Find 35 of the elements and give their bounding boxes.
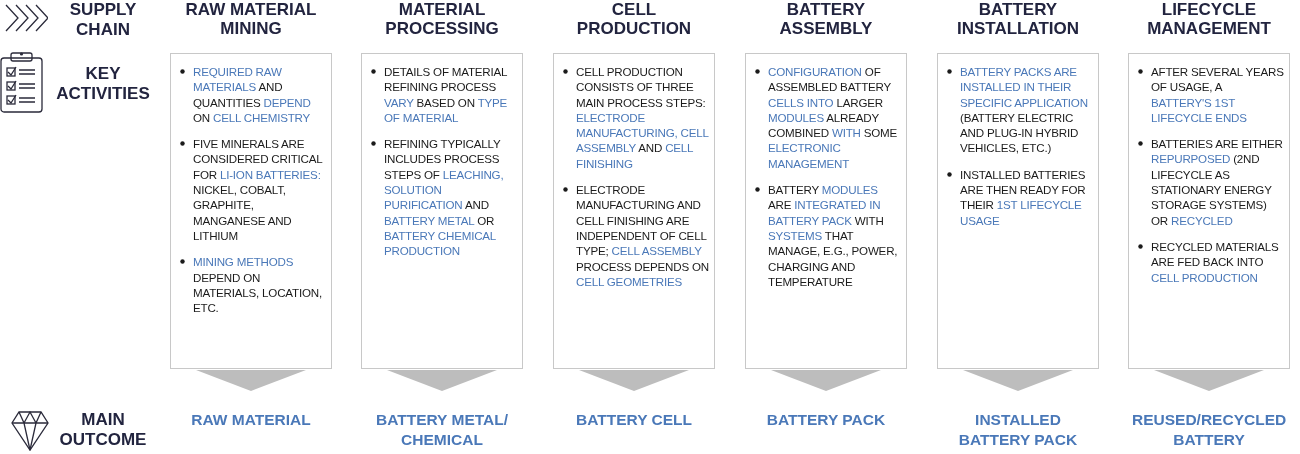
outcome-text: REUSED/RECYCLED BATTERY [1132, 410, 1286, 450]
bullet-text: AFTER SEVERAL YEARS OF USAGE, A BATTERY'S 1ST LIFECYCLE ENDS [1151, 64, 1285, 126]
bullet-text: CELL PRODUCTION CONSISTS OF THREE MAIN PROCESS STEPS: ELECTRODE MANUFACTURING, CELL ASSEMBLY AND CELL FINISHING [576, 64, 710, 172]
bullet-text: INSTALLED BATTERIES ARE THEN READY FOR THEIR 1ST LIFECYCLE USAGE [960, 166, 1087, 228]
bullet-text: RECYCLED MATERIALS ARE FED BACK INTO CELL PRODUCTION [1151, 238, 1280, 285]
outcome-text: BATTERY METAL/ CHEMICAL [375, 410, 509, 450]
chevron-arrow [1154, 370, 1264, 394]
chevron-arrow [387, 370, 497, 394]
row-label: KEY ACTIVITIES [55, 64, 151, 104]
column-heading: RAW MATERIAL MINING [184, 0, 318, 38]
row-label: SUPPLY CHAIN [68, 0, 138, 40]
bullet-text: BATTERY PACKS ARE INSTALLED IN THEIR SPECIFIC APPLICATION (BATTERY ELECTRIC AND PLUG-IN HYBRID VEHICLES, ETC.) [960, 64, 1089, 156]
outcome-text: INSTALLED BATTERY PACK [957, 410, 1079, 450]
bullet-text: FIVE MINERALS ARE CONSIDERED CRITICAL FOR LI-ION BATTERIES: NICKEL, COBALT, GRAPHITE, MANGANESE AND LITHIUM [193, 136, 324, 244]
column-heading: BATTERY INSTALLATION [955, 0, 1081, 38]
chevron-arrow [963, 370, 1073, 394]
outcome-text: RAW MATERIAL [190, 410, 312, 430]
bullet-text: REFINING TYPICALLY INCLUDES PROCESS STEPS OF LEACHING, SOLUTION PURIFICATION AND BATTERY METAL OR BATTERY CHEMICAL PRODUCTION [384, 136, 505, 259]
column-heading: LIFECYCLE MANAGEMENT [1146, 0, 1272, 38]
bullet-text: ELECTRODE MANUFACTURING AND CELL FINISHING ARE INDEPENDENT OF CELL TYPE; CELL ASSEMBLY PROCESS DEPENDS ON CELL GEOMETRIES [576, 182, 710, 290]
column-heading: MATERIAL PROCESSING [384, 0, 500, 38]
chevron-arrow [771, 370, 881, 394]
bullet-text: BATTERIES ARE EITHER REPURPOSED (2ND LIFECYCLE AS STATIONARY ENERGY STORAGE SYSTEMS) OR RECYCLED [1151, 136, 1284, 228]
chevron-arrow [579, 370, 689, 394]
bullet-text: CONFIGURATION OF ASSEMBLED BATTERY CELLS INTO LARGER MODULES ALREADY COMBINED WITH SOME ELECTRONIC MANAGEMENT [768, 64, 899, 172]
column-heading: BATTERY ASSEMBLY [778, 0, 874, 38]
column-heading: CELL PRODUCTION [575, 0, 693, 38]
chevron-arrow [196, 370, 306, 394]
bullet-text: REQUIRED RAW MATERIALS AND QUANTITIES DEPEND ON CELL CHEMISTRY [193, 64, 312, 126]
row-label: MAIN OUTCOME [58, 410, 148, 450]
outcome-text: BATTERY CELL [575, 410, 693, 430]
bullet-text: MINING METHODS DEPEND ON MATERIALS, LOCATION, ETC. [193, 254, 323, 316]
outcome-text: BATTERY PACK [765, 410, 887, 430]
bullet-text: BATTERY MODULES ARE INTEGRATED IN BATTERY PACK WITH SYSTEMS THAT MANAGE, E.G., POWER, CHARGING AND TEMPERATURE [768, 182, 899, 290]
bullet-text: DETAILS OF MATERIAL REFINING PROCESS VARY BASED ON TYPE OF MATERIAL [384, 64, 509, 126]
